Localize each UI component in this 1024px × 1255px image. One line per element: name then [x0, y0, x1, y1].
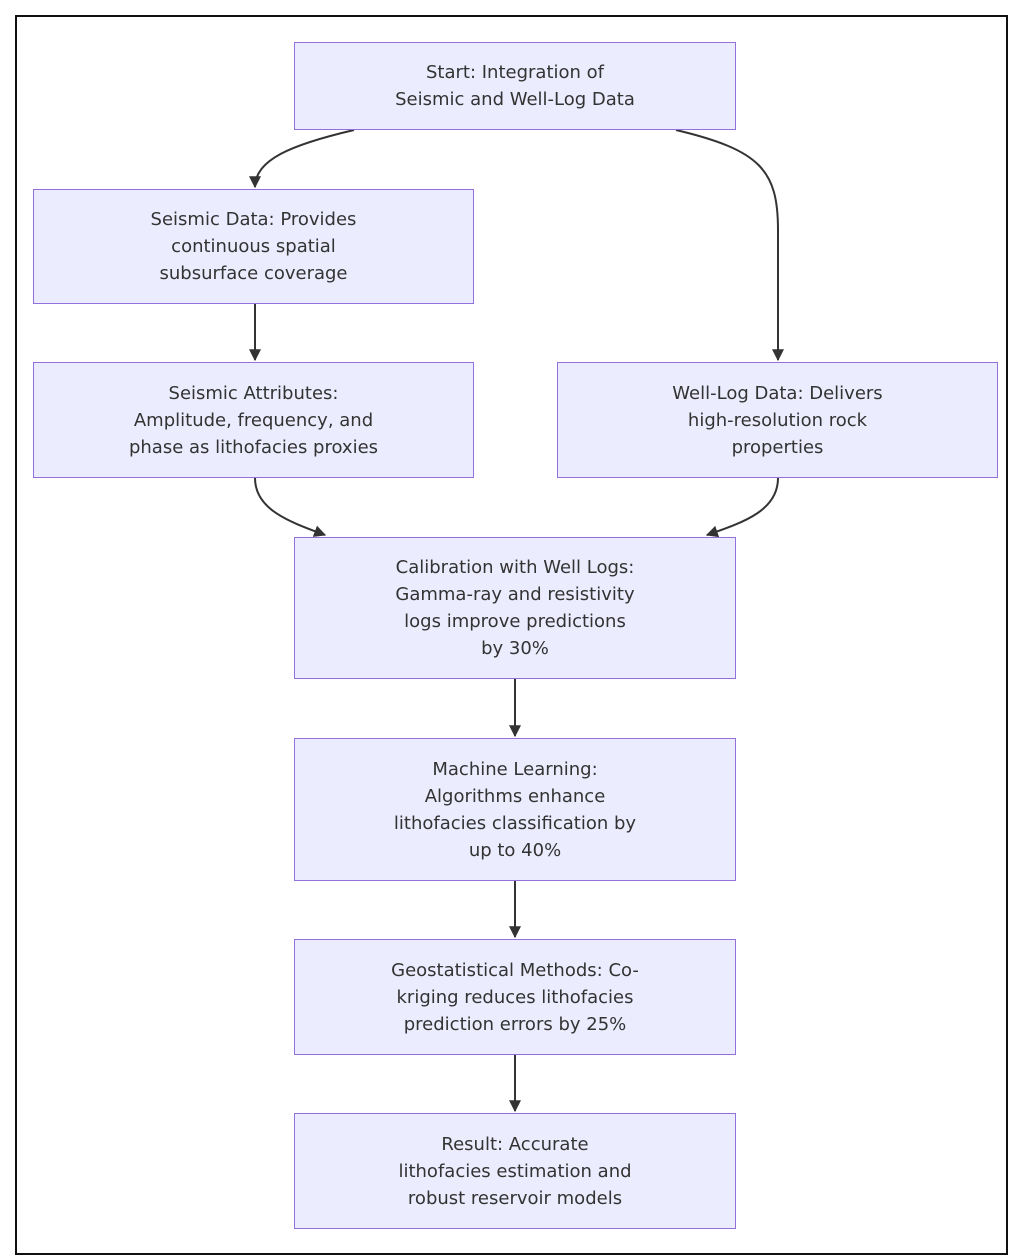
node-geostatistical-methods: Geostatistical Methods: Co- kriging redu…: [294, 939, 736, 1055]
node-start-line: Start: Integration of: [425, 62, 604, 83]
node-start-line: Seismic and Well-Log Data: [395, 89, 635, 110]
edge-attributes-to-calibration: [254, 477, 327, 537]
node-machine-learning-line: up to 40%: [468, 839, 562, 861]
node-well-log-data: Well-Log Data: Delivers high-resolution …: [557, 362, 998, 478]
node-calibration-line: Calibration with Well Logs:: [395, 557, 635, 578]
node-seismic-attributes-line: phase as lithofacies proxies: [128, 436, 379, 458]
edge-start-to-seismic: [249, 129, 355, 189]
node-calibration-line: logs improve predictions: [404, 611, 626, 632]
edge-well-log-to-calibration: [705, 477, 779, 538]
node-result-line: Result: Accurate: [441, 1133, 589, 1155]
node-seismic-attributes-line: Seismic Attributes:: [168, 382, 339, 404]
node-calibration-line: by 30%: [481, 638, 549, 659]
node-well-log-data-line: Well-Log Data: Delivers: [672, 382, 883, 404]
node-machine-learning: Machine Learning: Algorithms enhance lit…: [294, 738, 736, 881]
node-result-line: robust reservoir models: [407, 1187, 623, 1209]
node-result: Result: Accurate lithofacies estimation …: [294, 1113, 736, 1229]
node-start: Start: Integration of Seismic and Well-L…: [294, 42, 736, 130]
node-seismic-attributes: Seismic Attributes: Amplitude, frequency…: [33, 362, 474, 478]
node-machine-learning-line: Algorithms enhance: [424, 785, 606, 807]
node-geostatistical-methods-line: kriging reduces lithofacies: [396, 986, 634, 1008]
node-machine-learning-line: Machine Learning:: [432, 758, 598, 780]
node-seismic-data-line: subsurface coverage: [159, 263, 348, 284]
node-seismic-data-line: continuous spatial: [171, 236, 336, 257]
node-calibration: Calibration with Well Logs: Gamma-ray an…: [294, 537, 736, 679]
node-geostatistical-methods-line: prediction errors by 25%: [403, 1013, 627, 1035]
edge-start-to-well-log: [675, 129, 784, 362]
node-seismic-attributes-line: Amplitude, frequency, and: [133, 409, 374, 431]
node-seismic-data-line: Seismic Data: Provides: [150, 209, 357, 230]
node-machine-learning-line: lithofacies classification by: [393, 812, 637, 834]
node-result-line: lithofacies estimation and: [398, 1160, 632, 1182]
node-geostatistical-methods-line: Geostatistical Methods: Co-: [391, 959, 639, 981]
node-well-log-data-line: high-resolution rock: [687, 409, 868, 431]
node-well-log-data-line: properties: [731, 436, 824, 458]
node-calibration-line: Gamma-ray and resistivity: [395, 584, 635, 605]
node-seismic-data: Seismic Data: Provides continuous spatia…: [33, 189, 474, 304]
